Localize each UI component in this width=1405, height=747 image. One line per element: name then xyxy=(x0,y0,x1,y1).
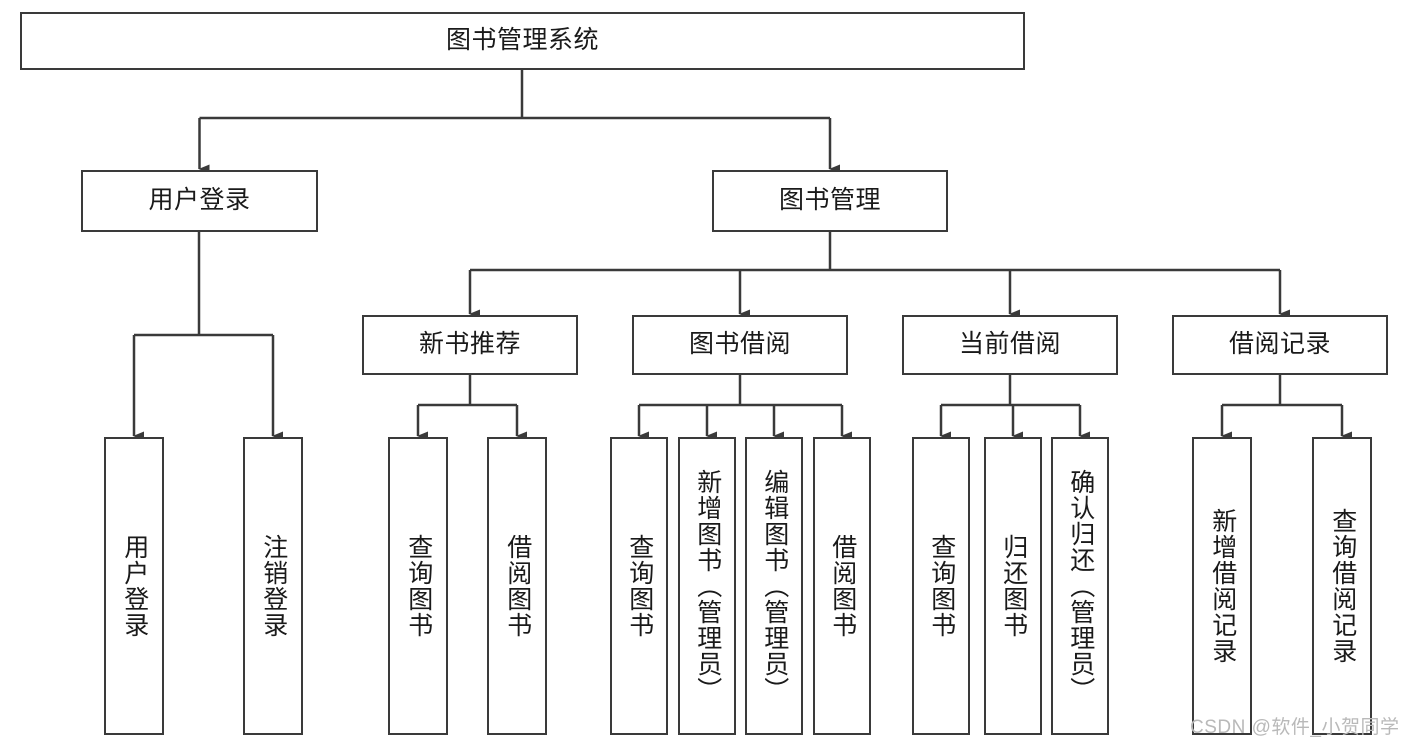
node-new-book-recommend[interactable]: 新书推荐 xyxy=(362,315,578,375)
node-leaf-add-record[interactable]: 新增借阅记录 xyxy=(1192,437,1252,735)
node-label: 归还图书 xyxy=(999,534,1028,638)
node-root[interactable]: 图书管理系统 xyxy=(20,12,1025,70)
node-leaf-query-book-3[interactable]: 查询图书 xyxy=(912,437,970,735)
node-user-login[interactable]: 用户登录 xyxy=(81,170,318,232)
node-label: 用户登录 xyxy=(120,534,149,638)
node-label: 注销登录 xyxy=(259,534,288,638)
node-label: 图书借阅 xyxy=(688,330,791,359)
node-label: 新增借阅记录 xyxy=(1208,508,1237,664)
node-leaf-query-book-1[interactable]: 查询图书 xyxy=(388,437,448,735)
node-leaf-borrow-book-1[interactable]: 借阅图书 xyxy=(487,437,547,735)
node-borrow-record[interactable]: 借阅记录 xyxy=(1172,315,1388,375)
node-leaf-return-book[interactable]: 归还图书 xyxy=(984,437,1042,735)
node-label: 确认归还（管理员） xyxy=(1066,469,1095,703)
node-leaf-query-book-2[interactable]: 查询图书 xyxy=(610,437,668,735)
node-label: 借阅记录 xyxy=(1228,330,1331,359)
node-leaf-add-book[interactable]: 新增图书（管理员） xyxy=(678,437,736,735)
node-label: 借阅图书 xyxy=(828,534,857,638)
node-label: 新书推荐 xyxy=(418,330,521,359)
node-label: 图书管理系统 xyxy=(445,26,599,55)
node-label: 查询图书 xyxy=(927,534,956,638)
node-leaf-edit-book[interactable]: 编辑图书（管理员） xyxy=(745,437,803,735)
node-leaf-query-record[interactable]: 查询借阅记录 xyxy=(1312,437,1372,735)
node-label: 用户登录 xyxy=(148,186,251,215)
node-label: 新增图书（管理员） xyxy=(693,469,722,703)
node-label: 查询借阅记录 xyxy=(1328,508,1357,664)
node-leaf-user-login[interactable]: 用户登录 xyxy=(104,437,164,735)
node-leaf-user-logout[interactable]: 注销登录 xyxy=(243,437,303,735)
node-current-borrow[interactable]: 当前借阅 xyxy=(902,315,1118,375)
node-leaf-confirm-return[interactable]: 确认归还（管理员） xyxy=(1051,437,1109,735)
node-label: 查询图书 xyxy=(625,534,654,638)
node-label: 借阅图书 xyxy=(503,534,532,638)
node-label: 当前借阅 xyxy=(958,330,1061,359)
node-book-borrow[interactable]: 图书借阅 xyxy=(632,315,848,375)
node-label: 编辑图书（管理员） xyxy=(760,469,789,703)
node-book-manage[interactable]: 图书管理 xyxy=(712,170,948,232)
node-label: 图书管理 xyxy=(778,186,881,215)
node-leaf-borrow-book-2[interactable]: 借阅图书 xyxy=(813,437,871,735)
node-label: 查询图书 xyxy=(404,534,433,638)
